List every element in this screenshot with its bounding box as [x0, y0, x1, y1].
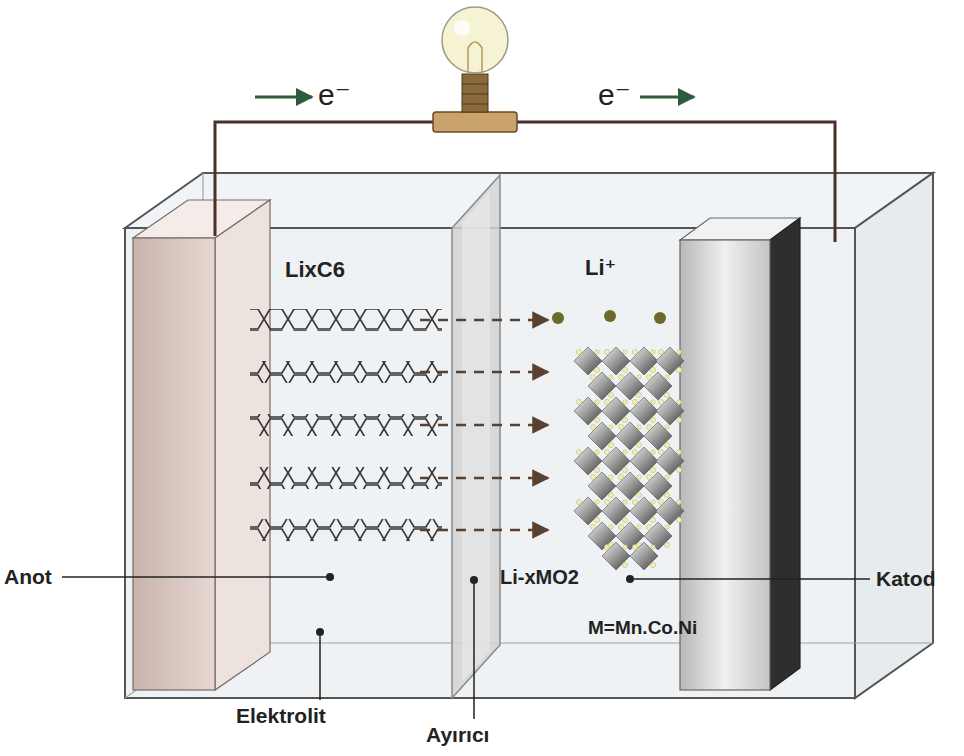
- graphene-sheet: [250, 414, 442, 436]
- octahedron: [602, 447, 630, 475]
- housing-side: [855, 173, 933, 698]
- leader-dot: [316, 628, 324, 636]
- separator-highlight: [462, 191, 490, 682]
- octahedron: [602, 497, 630, 525]
- leader-dot: [626, 575, 634, 583]
- anode-material-label: LixC6: [285, 258, 345, 282]
- leader-line: [62, 576, 326, 578]
- octahedron: [574, 397, 602, 425]
- lamp-filament: [468, 42, 482, 72]
- note-label: M=Mn.Co.Ni: [588, 618, 697, 639]
- graphene-sheet: [250, 361, 442, 383]
- external-circuit: [215, 7, 835, 242]
- electron-arrow: [255, 96, 312, 99]
- graphite-layers: [250, 309, 442, 541]
- leader-lines: [62, 573, 870, 719]
- ion-arrow: [420, 319, 548, 322]
- graphene-sheet: [250, 519, 442, 541]
- octahedron: [574, 347, 602, 375]
- octahedron: [616, 472, 644, 500]
- part-label: Elektrolit: [236, 704, 326, 727]
- octahedron: [602, 397, 630, 425]
- lamp-thread: [462, 94, 488, 95]
- anode-front: [133, 238, 215, 690]
- octahedron: [588, 372, 616, 400]
- leader-line: [634, 578, 870, 580]
- part-label: Ayırıcı: [426, 723, 489, 746]
- octahedron: [630, 497, 658, 525]
- electron-label: e⁻: [318, 78, 351, 111]
- leader-line: [473, 584, 475, 719]
- ion-arrow: [420, 424, 548, 427]
- ion-flow-arrows: [420, 320, 548, 530]
- electron-arrow: [640, 96, 694, 99]
- lamp-thread: [462, 104, 488, 105]
- octahedron: [602, 347, 630, 375]
- lithium-ion: [654, 312, 666, 324]
- octahedron: [644, 472, 672, 500]
- part-label: Anot: [4, 565, 52, 588]
- separator-plane: [452, 175, 500, 698]
- separator-membrane: [452, 175, 500, 698]
- cathode-plate: [680, 218, 800, 690]
- leader-dot: [470, 576, 478, 584]
- lamp-bulb: [442, 7, 508, 73]
- octahedron: [588, 472, 616, 500]
- lithium-ion: [552, 312, 564, 324]
- octahedron: [656, 497, 684, 525]
- electron-label: e⁻: [598, 78, 631, 111]
- lamp-thread: [462, 84, 488, 85]
- cathode-material-label: Li-xMO2: [500, 566, 579, 588]
- octahedron: [656, 397, 684, 425]
- metal-oxide-crystal: [552, 310, 684, 570]
- octahedron: [616, 422, 644, 450]
- octahedron: [574, 447, 602, 475]
- octahedron: [630, 542, 658, 570]
- octahedron: [588, 422, 616, 450]
- lithium-ion: [604, 310, 616, 322]
- anode-plate: [133, 200, 270, 690]
- leader-dot: [326, 573, 334, 581]
- anode-side: [215, 200, 270, 690]
- octahedron: [644, 422, 672, 450]
- cathode-side: [770, 218, 800, 690]
- octahedron: [630, 447, 658, 475]
- lamp-shine: [454, 20, 470, 36]
- octahedron: [602, 542, 630, 570]
- octahedron: [656, 447, 684, 475]
- octahedron: [644, 372, 672, 400]
- wire: [215, 122, 435, 236]
- octahedron: [574, 497, 602, 525]
- graphene-sheet: [250, 467, 442, 489]
- ion-arrow: [420, 371, 548, 374]
- ion-arrow: [420, 477, 548, 480]
- octahedron: [630, 347, 658, 375]
- wire: [515, 122, 835, 242]
- ion-arrow: [420, 529, 548, 532]
- octahedron: [616, 372, 644, 400]
- leader-line: [319, 636, 321, 700]
- cell-housing: [125, 173, 933, 698]
- lamp-holder: [433, 112, 517, 132]
- lamp-base: [462, 74, 488, 112]
- octahedron: [630, 397, 658, 425]
- octahedron: [656, 347, 684, 375]
- part-label: Katod: [876, 567, 936, 590]
- graphene-sheet: [250, 309, 442, 331]
- housing-back-edge: [203, 642, 933, 643]
- ion-label: Li⁺: [585, 256, 616, 280]
